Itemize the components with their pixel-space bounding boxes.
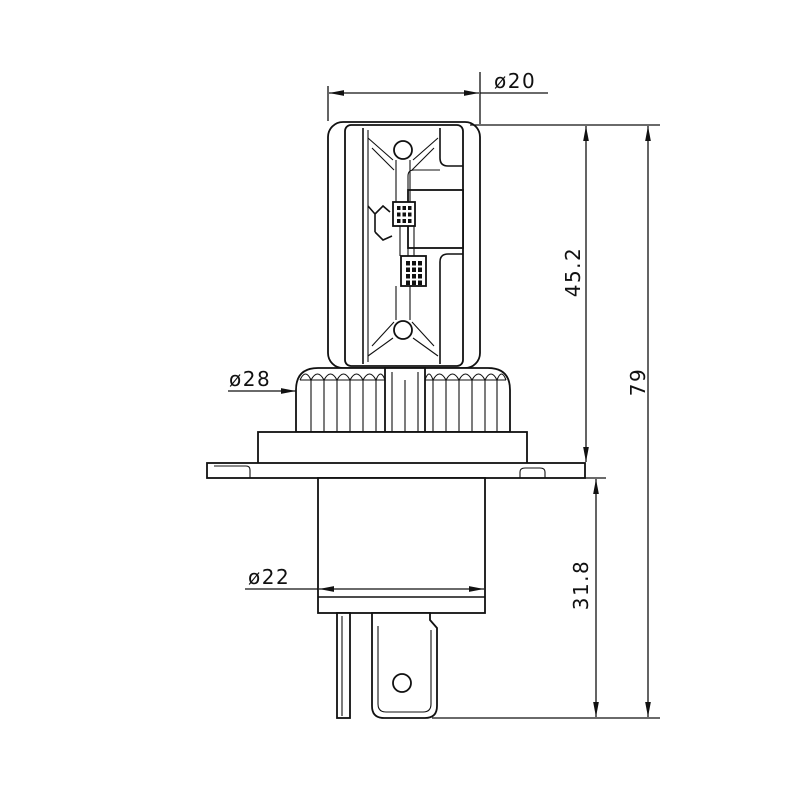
driver-block [407, 189, 464, 249]
dimension-base-height: 31.8 [569, 477, 606, 717]
board-right-upper-column [439, 128, 463, 167]
top-mount-hole [393, 140, 413, 160]
board-top-v-lines [367, 137, 439, 171]
led-chip-upper [392, 201, 416, 227]
dim-label-top-diameter: ø20 [494, 69, 536, 93]
led-chip-cell [406, 274, 410, 279]
led-chip-cell [418, 267, 422, 272]
led-chip-cell [402, 212, 406, 217]
dimension-top-diameter: ø20 [327, 69, 548, 124]
board-center-strip [395, 160, 415, 320]
collar-rib-crest [349, 373, 364, 381]
led-chip-cell [408, 212, 412, 217]
flange-left-tab [214, 465, 251, 478]
collar-rib-crest [362, 373, 377, 381]
collar-rib-crest [484, 373, 498, 381]
led-chip-lower [400, 255, 427, 287]
board-bottom-v-lines [367, 321, 439, 357]
collar-rib-crest [323, 373, 338, 381]
dimension-total-height: 79 [432, 126, 660, 719]
led-chip-cell [406, 267, 410, 272]
led-chip-cell [406, 280, 410, 285]
led-chip-cell [412, 274, 416, 279]
terminal-right-blade [371, 612, 438, 719]
led-chip-cell [408, 219, 412, 223]
led-chip-cell [412, 280, 416, 285]
terminal-left-tab [336, 612, 351, 719]
dim-label-neck-diameter: ø22 [248, 565, 290, 589]
flange-plate [206, 462, 586, 479]
led-chip-cell [408, 206, 412, 210]
collar-rib-crest [299, 373, 312, 381]
knurled-collar [295, 367, 511, 433]
collar-rib-crest [432, 373, 447, 381]
dimension-neck-diameter: ø22 [245, 565, 484, 592]
led-chip-cell [397, 212, 401, 217]
base-plate [257, 431, 528, 466]
terminals [336, 612, 438, 719]
collar-rib-crest [471, 373, 486, 381]
lead-wire-hook [367, 204, 393, 241]
collar-rib-crest [310, 373, 325, 381]
led-body [327, 121, 481, 369]
dim-label-total-height: 79 [626, 368, 650, 396]
bulb-neck [317, 477, 486, 614]
collar-rib-crest [424, 373, 434, 381]
terminal-hole [392, 673, 412, 693]
flange-right-notch [519, 467, 546, 478]
collar-rib-crest [445, 373, 460, 381]
led-chip-cell [418, 274, 422, 279]
led-chip-cell [406, 261, 410, 266]
led-chip-cell [402, 219, 406, 223]
collar-rib-crest [375, 373, 386, 381]
mounting-flange [206, 462, 586, 479]
dim-label-collar-diameter: ø28 [229, 367, 271, 391]
bottom-mount-hole [393, 320, 413, 340]
led-chip-cell [412, 267, 416, 272]
collar-rib-crest [496, 373, 507, 381]
collar-rib-crest [336, 373, 351, 381]
led-chip-cell [402, 206, 406, 210]
led-chip-cell [412, 261, 416, 266]
dim-label-body-height: 45.2 [561, 247, 585, 298]
dimension-body-height: 45.2 [470, 124, 660, 462]
terminal-right-inner-edge [377, 626, 432, 713]
neck-outline [317, 477, 486, 614]
led-chip-cell [418, 261, 422, 266]
board-right-lower-column [439, 253, 463, 364]
dimension-collar-diameter: ø28 [228, 367, 296, 394]
collar-rib-crest [458, 373, 473, 381]
collar-slot-lines [391, 372, 419, 432]
led-chip-cell [397, 219, 401, 223]
dim-label-base-height: 31.8 [569, 560, 593, 611]
led-chip-cell [397, 206, 401, 210]
led-chip-cell [418, 280, 422, 285]
